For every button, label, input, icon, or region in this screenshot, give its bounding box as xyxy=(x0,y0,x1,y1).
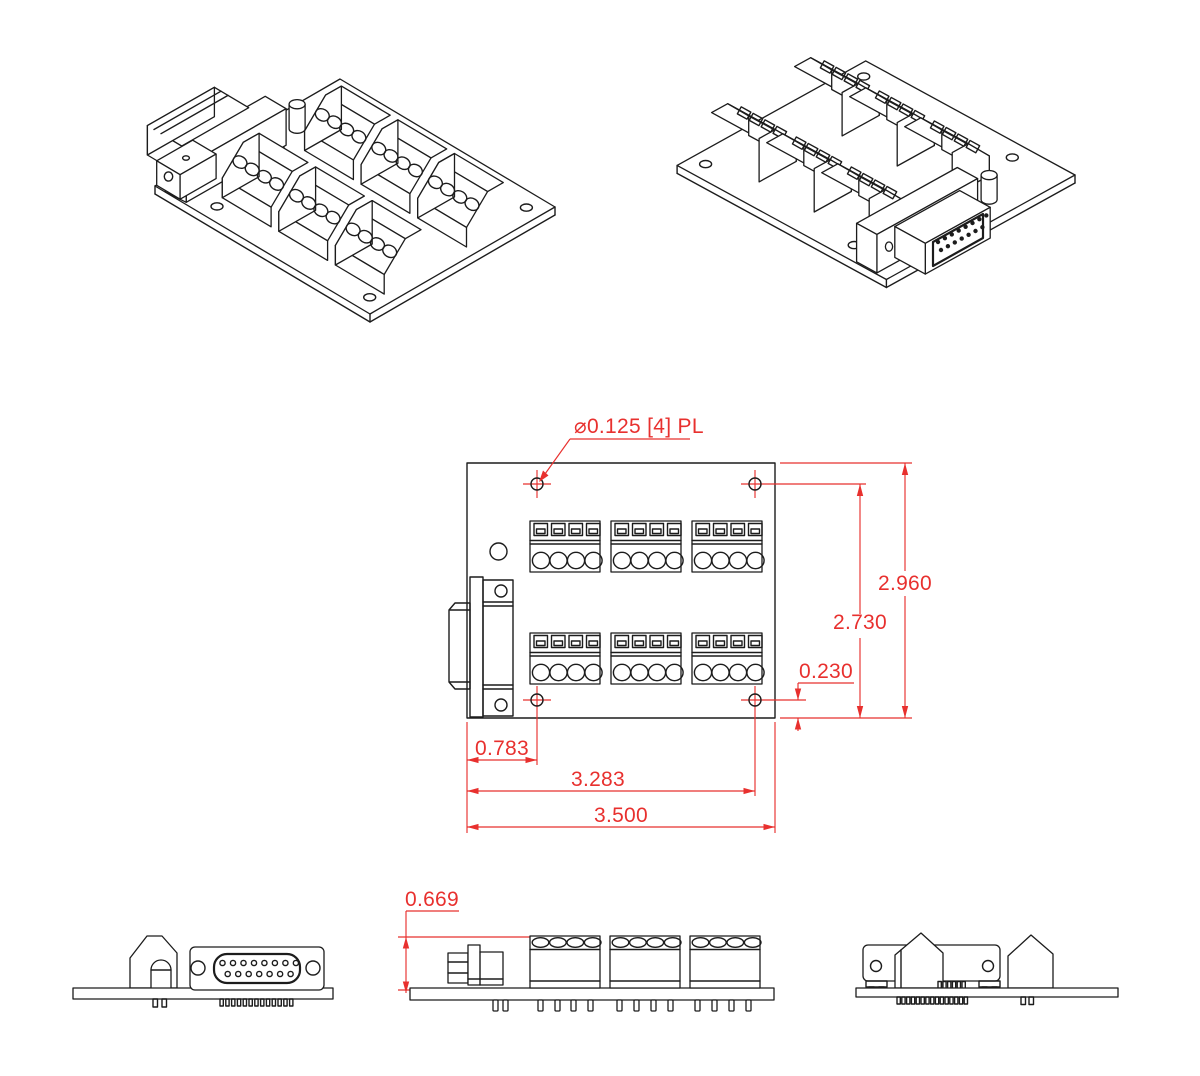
dsub-connector-front xyxy=(189,946,325,991)
dsub-connector-iso xyxy=(146,86,287,203)
rear-view xyxy=(855,932,1119,1006)
hole-callout-text: ⌀0.125 [4] PL xyxy=(574,415,704,438)
hole-span-horizontal-text: 3.283 xyxy=(571,768,625,791)
board-height-text: 2.960 xyxy=(878,572,932,595)
capacitor-iso xyxy=(288,98,306,134)
capacitor-hole xyxy=(489,542,508,561)
terminal-blocks-side xyxy=(529,935,762,989)
mounting-hole xyxy=(530,477,762,707)
dsub-connector-plan xyxy=(448,576,514,718)
dimension-board-height: 2.960 xyxy=(878,463,932,718)
hole-span-vertical-text: 2.730 xyxy=(833,611,887,634)
dimension-hole-callout: ⌀0.125 [4] PL xyxy=(539,415,704,482)
dimension-hole-span-vertical: 2.730 xyxy=(833,484,887,718)
dimension-hole-left-offset: 0.783 xyxy=(467,737,537,764)
terminal-blocks-plan xyxy=(529,520,765,685)
block-height-text: 0.669 xyxy=(405,888,459,911)
pcb-board-outline xyxy=(466,462,776,719)
hole-left-offset-text: 0.783 xyxy=(475,737,529,760)
side-view: 0.669 xyxy=(398,888,775,1012)
hole-edge-offset-text: 0.230 xyxy=(799,660,853,683)
terminal-block-silhouette xyxy=(894,932,944,989)
pins-below-board xyxy=(896,996,1035,1006)
pcb-board-edge xyxy=(855,987,1119,998)
dimension-hole-edge-offset: 0.230 xyxy=(794,660,854,731)
front-view xyxy=(72,935,334,1008)
capacitor-iso xyxy=(980,169,998,205)
extension-lines xyxy=(466,462,912,833)
dsub-connector-side xyxy=(447,944,504,986)
dsub-connector-iso xyxy=(855,166,991,275)
plan-view: ⌀0.125 [4] PL 2.960 2.730 0.230 xyxy=(448,415,932,833)
isometric-view-back-right xyxy=(676,57,1076,289)
terminal-block-silhouette xyxy=(1007,934,1054,989)
capacitor-front xyxy=(150,959,172,989)
dimension-block-height: 0.669 xyxy=(398,888,532,993)
dsub-pins-iso xyxy=(935,213,989,253)
board-width-text: 3.500 xyxy=(594,804,648,827)
pcb-board-edge xyxy=(409,987,775,1001)
dsub-pin-holes xyxy=(219,959,300,978)
dimension-hole-span-horizontal: 3.283 xyxy=(467,768,755,795)
pins-below-board xyxy=(152,998,294,1008)
pins-below-board xyxy=(492,999,752,1012)
dimension-board-width: 3.500 xyxy=(467,804,775,831)
isometric-view-front-left xyxy=(146,78,556,323)
